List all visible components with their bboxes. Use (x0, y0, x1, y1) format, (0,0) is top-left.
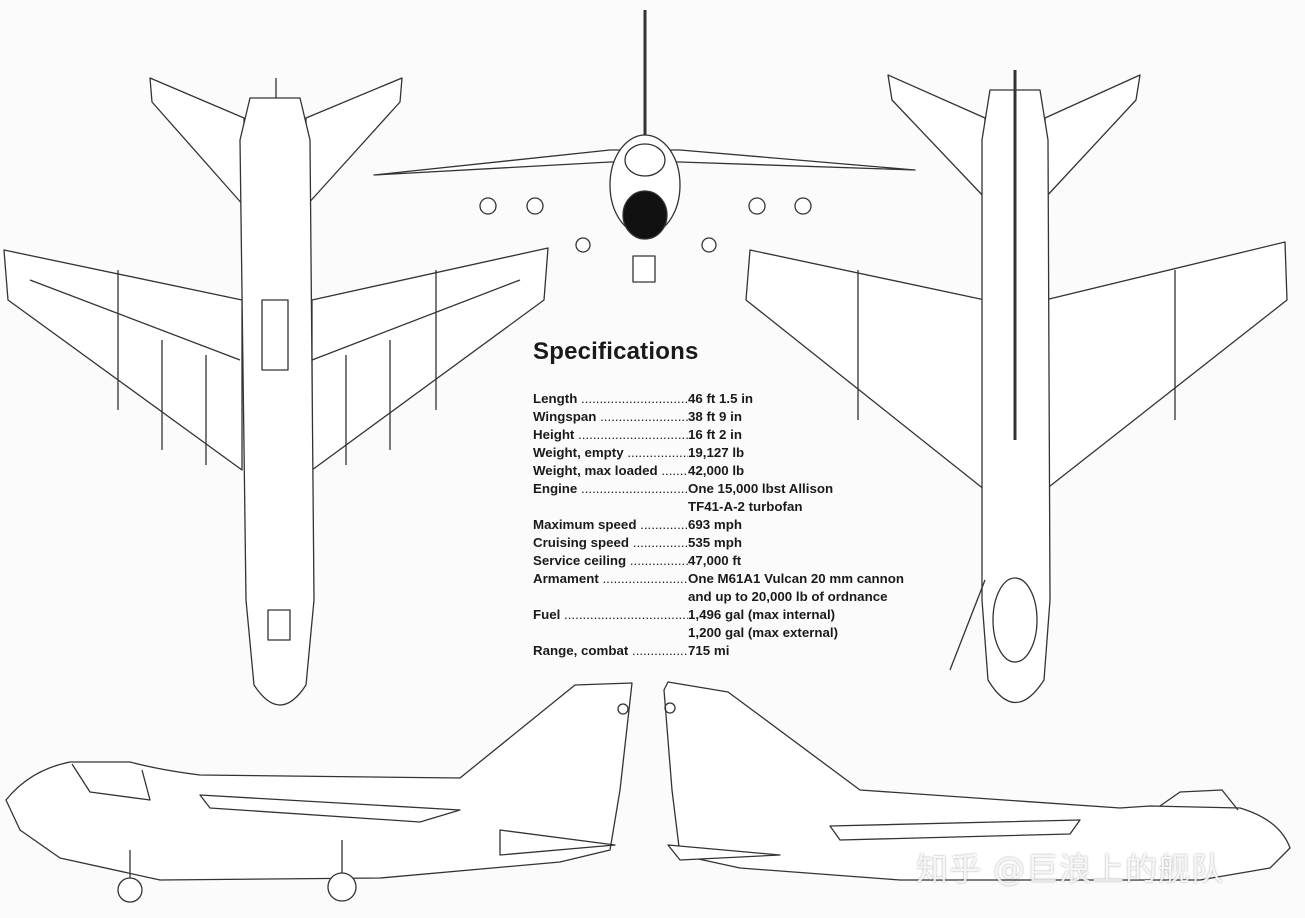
spec-value: 47,000 ft (688, 553, 742, 568)
spec-label: Height (533, 426, 688, 444)
bottom-view-right-wing (1044, 241, 1288, 491)
spec-row: Weight, empty19,127 lb (533, 444, 933, 462)
spec-row: Service ceiling47,000 ft (533, 552, 933, 570)
spec-row: Range, combat715 mi (533, 642, 933, 660)
spec-value: One M61A1 Vulcan 20 mm cannon and up to … (688, 571, 905, 604)
spec-label: Cruising speed (533, 534, 688, 552)
specifications-panel: Specifications Length46 ft 1.5 inWingspa… (533, 338, 933, 660)
top-view-fuselage (239, 97, 315, 706)
spec-value: 693 mph (688, 517, 742, 532)
bottom-view-left-stabilizer (887, 74, 986, 199)
spec-row: Wingspan38 ft 9 in (533, 408, 933, 426)
spec-row: Cruising speed535 mph (533, 534, 933, 552)
spec-label: Length (533, 390, 688, 408)
spec-value: 715 mi (688, 643, 730, 658)
side-view-right (663, 681, 1291, 881)
top-view-left-wing (3, 249, 243, 471)
side-view-right-wing (829, 819, 1081, 841)
spec-value: 38 ft 9 in (688, 409, 742, 424)
spec-label: Service ceiling (533, 552, 688, 570)
top-view-left-stabilizer (149, 77, 245, 207)
spec-row: ArmamentOne M61A1 Vulcan 20 mm cannon an… (533, 570, 933, 606)
top-view-right-wing (311, 247, 549, 471)
bottom-view (745, 70, 1288, 704)
watermark: 知乎 @巨浪上的舰队 (916, 850, 1225, 888)
side-view-right-fuselage (663, 681, 1291, 881)
front-view-intake (622, 190, 668, 240)
specifications-list: Length46 ft 1.5 inWingspan38 ft 9 inHeig… (533, 390, 933, 660)
spec-value: 16 ft 2 in (688, 427, 742, 442)
bottom-view-right-stabilizer (1044, 74, 1141, 199)
spec-row: Weight, max loaded42,000 lb (533, 462, 933, 480)
spec-value: 1,496 gal (max internal) 1,200 gal (max … (688, 607, 839, 640)
side-view-left-fuselage (5, 682, 633, 881)
side-view-left (5, 682, 633, 903)
spec-label: Weight, empty (533, 444, 688, 462)
spec-row: Length46 ft 1.5 in (533, 390, 933, 408)
spec-label: Wingspan (533, 408, 688, 426)
specifications-title: Specifications (533, 338, 699, 365)
spec-value: 46 ft 1.5 in (688, 391, 754, 406)
top-view (3, 77, 549, 706)
spec-value: 42,000 lb (688, 463, 745, 478)
spec-label: Fuel (533, 606, 688, 642)
spec-row: Maximum speed693 mph (533, 516, 933, 534)
top-view-right-stabilizer (305, 77, 403, 207)
spec-row: Height16 ft 2 in (533, 426, 933, 444)
spec-value: 535 mph (688, 535, 742, 550)
spec-label: Range, combat (533, 642, 688, 660)
spec-value: 19,127 lb (688, 445, 745, 460)
spec-label: Armament (533, 570, 688, 606)
spec-value: One 15,000 lbst Allison TF41-A-2 turbofa… (688, 481, 834, 514)
spec-label: Maximum speed (533, 516, 688, 534)
spec-label: Weight, max loaded (533, 462, 688, 480)
spec-label: Engine (533, 480, 688, 516)
side-view-left-wing (199, 794, 461, 823)
spec-row: EngineOne 15,000 lbst Allison TF41-A-2 t… (533, 480, 933, 516)
front-view (373, 10, 916, 283)
spec-row: Fuel1,496 gal (max internal) 1,200 gal (… (533, 606, 933, 642)
